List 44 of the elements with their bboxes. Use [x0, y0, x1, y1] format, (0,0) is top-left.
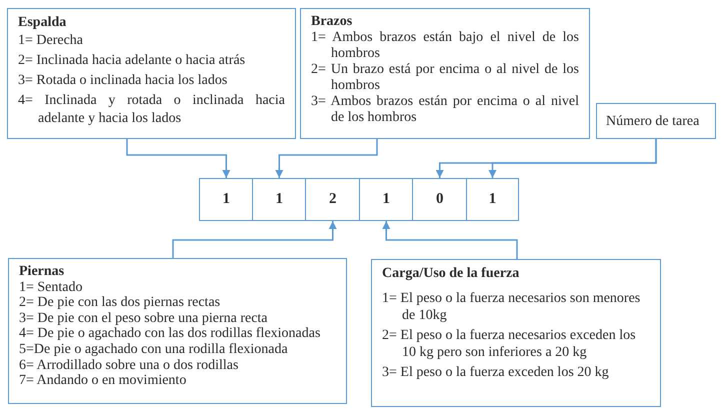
code-option: 1= El peso o la fuerza necesarios son menores de 10kg — [382, 290, 650, 324]
connector-arrow — [172, 221, 337, 258]
category-heading: Espalda — [18, 14, 68, 32]
code-option: 7= Andando o en movimiento — [19, 373, 336, 389]
code-option: 2= De pie con las dos piernas rectas — [19, 295, 336, 311]
code-option: 3= Rotada o inclinada hacia los lados — [18, 72, 285, 90]
category-heading: Brazos — [311, 14, 354, 30]
connector-arrow — [488, 139, 657, 178]
code-option: 2= Un brazo está por encima o al nivel de los hombros — [311, 62, 579, 94]
label-box — [596, 103, 716, 139]
category-heading: Piernas — [19, 264, 66, 280]
code-cell — [466, 178, 519, 221]
code-option: 2= El peso o la fuerza necesarios exceden los 10 kg pero son inferiores a 20 kg — [382, 327, 650, 361]
code-option: 1= Sentado — [19, 280, 336, 296]
category-heading: Carga/Uso de la fuerza — [382, 265, 520, 282]
category-box — [371, 259, 661, 407]
code-option: 3= El peso o la fuerza exceden los 20 kg — [382, 364, 650, 381]
category-box — [300, 8, 590, 139]
field-label: Número de tarea — [606, 112, 700, 130]
code-cell — [252, 178, 306, 221]
category-box — [8, 258, 347, 404]
connector-arrow — [126, 139, 230, 178]
connector-arrow — [382, 221, 518, 259]
code-option: 4= Inclinada y rotada o inclinada hacia adelante y hacia los lados — [18, 92, 285, 128]
code-option: 3= Ambos brazos están por encima o al nivel de los hombros — [311, 94, 579, 126]
code-option: 6= Arrodillado sobre una o dos rodillas — [19, 358, 336, 374]
code-cell — [199, 178, 254, 221]
code-option: 2= Inclinada hacia adelante o hacia atrás — [18, 52, 285, 70]
code-option: 4= De pie o agachado con las dos rodillas flexionadas — [19, 326, 336, 342]
code-digit: 1 — [276, 190, 283, 210]
code-option: 1= Derecha — [18, 32, 285, 50]
code-digit: 1 — [382, 190, 390, 210]
code-digit: 0 — [436, 190, 444, 210]
connector-arrow — [275, 139, 378, 178]
code-option: 1= Ambos brazos están bajo el nivel de los hombros — [311, 30, 579, 62]
code-option: 5=De pie o agachado con una rodilla flexionada — [19, 342, 336, 358]
code-digit: 2 — [329, 190, 336, 210]
code-option: 3= De pie con el peso sobre una pierna recta — [19, 310, 336, 326]
code-digit: 1 — [222, 190, 230, 210]
code-cell — [305, 178, 360, 221]
code-digit: 1 — [488, 190, 496, 210]
code-cell — [359, 178, 414, 221]
code-cell — [412, 178, 468, 221]
category-box — [7, 8, 296, 139]
